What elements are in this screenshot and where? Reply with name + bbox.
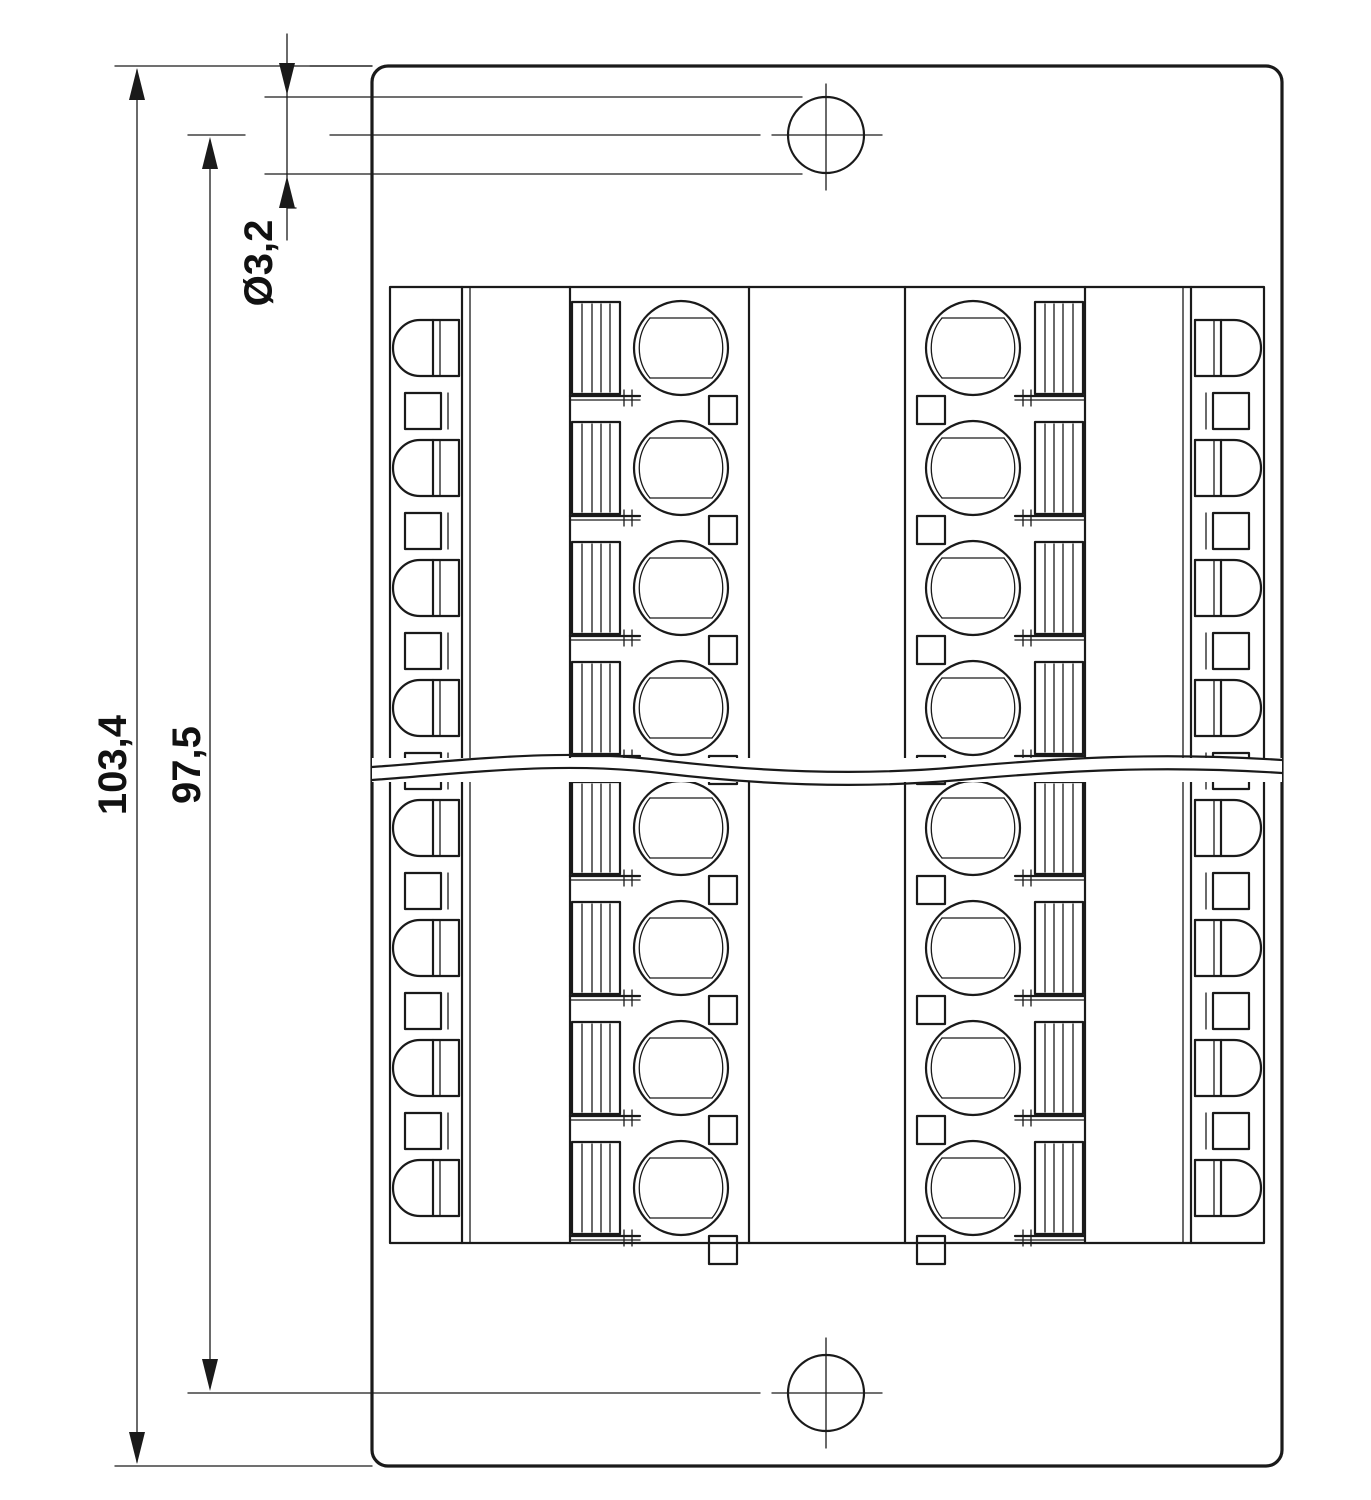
mounting-hole-top	[771, 83, 883, 191]
arrowhead-icon	[129, 68, 145, 100]
arrowhead-icon	[279, 63, 295, 95]
dimension-label-total: 103,4	[91, 714, 135, 815]
terminal-row	[391, 419, 1263, 551]
break-line	[370, 753, 1284, 786]
terminal-row	[391, 1139, 1263, 1266]
arrowhead-icon	[202, 1359, 218, 1391]
dimension-hole-pitch: 97,5	[165, 134, 761, 1394]
terminal-row	[391, 539, 1263, 671]
terminal-rows	[391, 299, 1263, 1266]
arrowhead-icon	[129, 1432, 145, 1464]
terminal-row	[391, 899, 1263, 1031]
dimension-hole-diameter: Ø3,2	[237, 33, 803, 307]
arrowhead-icon	[279, 176, 295, 208]
dimension-total-height: 103,4	[91, 65, 373, 1467]
terminal-row	[391, 299, 1263, 431]
terminal-row	[391, 1019, 1263, 1151]
arrowhead-icon	[202, 137, 218, 169]
terminal-row	[391, 779, 1263, 911]
dimension-label-diameter: Ø3,2	[237, 220, 281, 307]
mounting-hole-bottom	[771, 1337, 883, 1449]
dimension-label-pitch: 97,5	[165, 726, 209, 804]
